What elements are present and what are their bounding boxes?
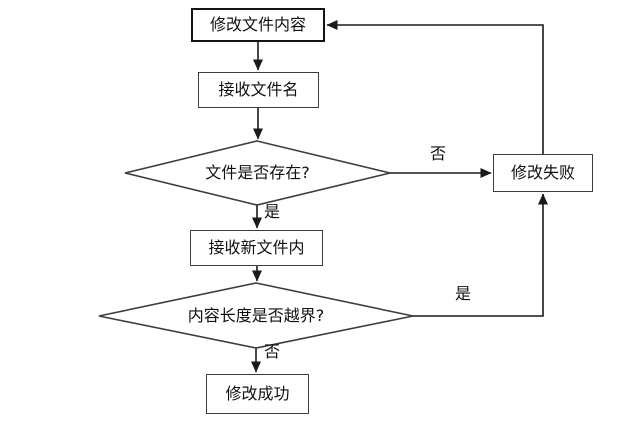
node-file-exists-label: 文件是否存在? — [205, 163, 310, 182]
decision-length-check-shape — [98, 282, 414, 349]
edge-label-exists-no: 否 — [430, 144, 447, 163]
edge-lengthcheck-yes-to-fail — [413, 193, 548, 317]
edge-label-length-yes: 是 — [455, 284, 472, 303]
node-modify-success: 修改成功 — [206, 374, 309, 414]
node-receive-filename: 接收文件名 — [198, 72, 319, 108]
edge-label-exists-yes: 是 — [264, 202, 281, 221]
node-modify-fail: 修改失败 — [493, 154, 593, 192]
node-receive-filename-label: 接收文件名 — [218, 80, 299, 99]
node-modify-content-label: 修改文件内容 — [209, 15, 306, 34]
node-modify-fail-label: 修改失败 — [510, 163, 575, 182]
node-receive-new-content: 接收新文件内 — [190, 230, 323, 266]
decision-file-exists-shape — [124, 140, 391, 206]
node-length-check: 内容长度是否越界? — [99, 283, 413, 348]
node-modify-content: 修改文件内容 — [191, 8, 325, 42]
node-file-exists: 文件是否存在? — [125, 141, 390, 205]
edge-fail-loop-to-modify — [326, 20, 544, 154]
node-receive-new-content-label: 接收新文件内 — [208, 238, 305, 257]
node-modify-success-label: 修改成功 — [225, 384, 290, 403]
edge-label-length-no: 否 — [264, 342, 281, 361]
node-length-check-label: 内容长度是否越界? — [187, 305, 325, 325]
